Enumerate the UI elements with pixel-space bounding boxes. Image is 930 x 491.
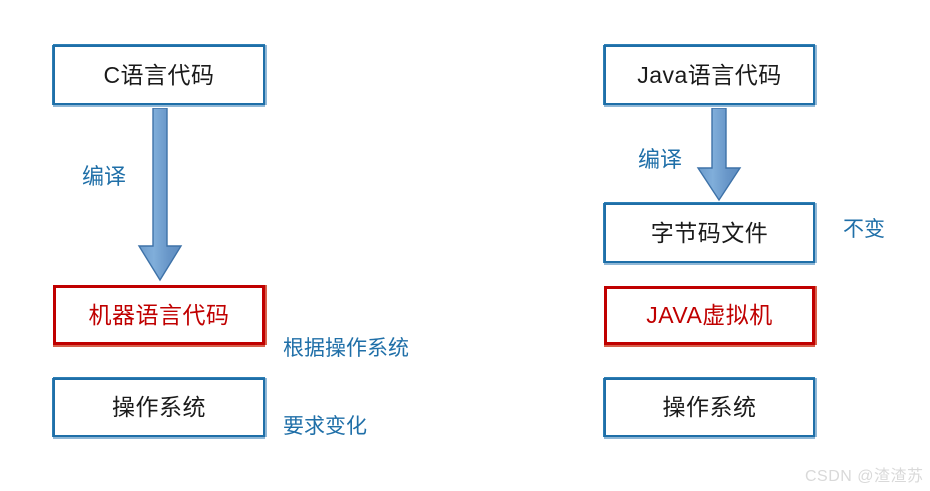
node-os-right[interactable]: 操作系统: [604, 378, 815, 437]
node-java-source-label: Java语言代码: [637, 61, 782, 88]
node-machine-code[interactable]: 机器语言代码: [53, 285, 265, 345]
node-jvm-label: JAVA虚拟机: [646, 302, 773, 328]
arrow-down-icon: [137, 107, 183, 282]
node-os-left[interactable]: 操作系统: [53, 378, 265, 437]
compile-arrow-left: [133, 107, 187, 283]
node-c-source-label: C语言代码: [103, 61, 215, 88]
node-os-right-label: 操作系统: [662, 394, 757, 420]
csdn-watermark: CSDN @渣渣苏: [805, 468, 924, 485]
node-bytecode-file[interactable]: 字节码文件: [604, 203, 815, 263]
node-java-source[interactable]: Java语言代码: [604, 45, 815, 105]
compile-arrow-right: [692, 107, 746, 203]
node-os-left-label: 操作系统: [112, 394, 206, 420]
unchanged-note: 不变: [843, 218, 885, 241]
varies-note: 根据操作系统 要求变化: [283, 283, 409, 491]
node-c-source[interactable]: C语言代码: [53, 45, 265, 105]
arrow-down-icon: [696, 107, 742, 202]
node-machine-code-label: 机器语言代码: [88, 301, 230, 328]
varies-note-line2: 要求变化: [283, 415, 367, 439]
compile-arrow-left-label: 编译: [82, 164, 127, 189]
varies-note-line1: 根据操作系统: [283, 336, 409, 360]
compile-arrow-right-label: 编译: [638, 147, 683, 172]
node-bytecode-file-label: 字节码文件: [650, 219, 769, 246]
node-jvm[interactable]: JAVA虚拟机: [604, 286, 815, 345]
